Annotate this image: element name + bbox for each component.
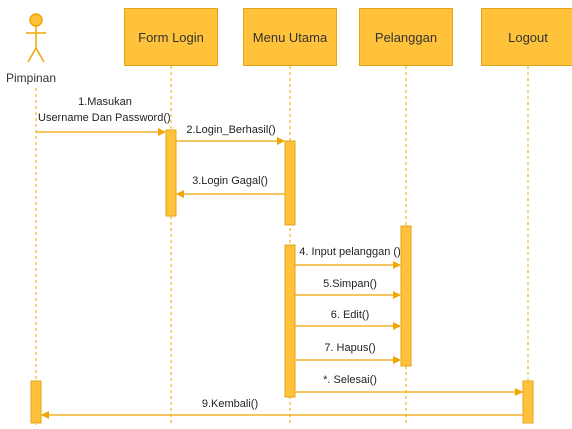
actor-pimpinan-figure	[26, 13, 46, 63]
activation-form-login	[165, 129, 177, 217]
actor-pimpinan-label: Pimpinan	[6, 71, 57, 85]
lifeline-box-pelanggan: Pelanggan	[359, 8, 453, 66]
message-label-8: *. Selesai()	[323, 374, 377, 386]
message-label-1a: 1.Masukan	[78, 96, 132, 108]
lifeline-box-logout: Logout	[481, 8, 572, 66]
message-label-9: 9.Kembali()	[201, 398, 259, 410]
activation-pelanggan	[400, 225, 412, 367]
activation-menu-utama-1	[284, 140, 296, 226]
message-label-7: 7. Hapus()	[324, 342, 376, 354]
message-label-3: 3.Login Gagal()	[192, 175, 268, 187]
message-label-5: 5.Simpan()	[323, 278, 377, 290]
activation-pimpinan	[30, 380, 42, 424]
message-label-4: 4. Input pelanggan ()	[299, 246, 401, 258]
message-label-2: 2.Login_Berhasil()	[186, 124, 276, 136]
activation-logout	[522, 380, 534, 424]
lifeline-box-form-login: Form Login	[124, 8, 218, 66]
message-label-6: 6. Edit()	[330, 309, 370, 321]
message-label-1b: Username Dan Password()	[38, 112, 171, 124]
lifeline-box-menu-utama: Menu Utama	[243, 8, 337, 66]
activation-menu-utama-2	[284, 244, 296, 398]
